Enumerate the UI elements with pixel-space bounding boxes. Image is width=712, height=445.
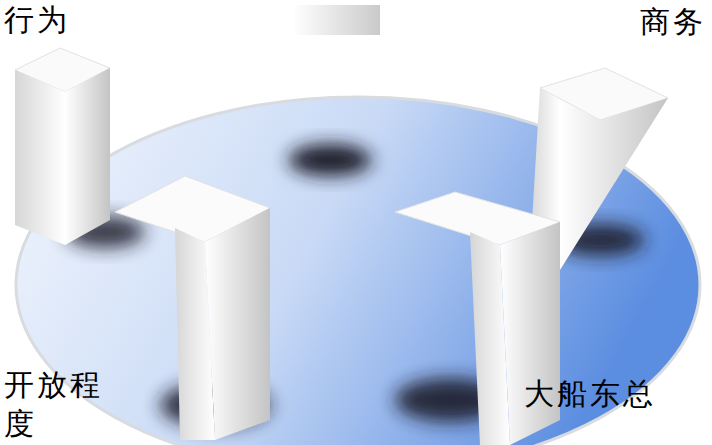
pillar-label: 行为 bbox=[4, 0, 124, 39]
pillar-label: 大船东总 bbox=[524, 374, 708, 413]
pillar-label: 开放程度 bbox=[4, 365, 116, 443]
pillar-label: 商务 bbox=[640, 2, 710, 41]
